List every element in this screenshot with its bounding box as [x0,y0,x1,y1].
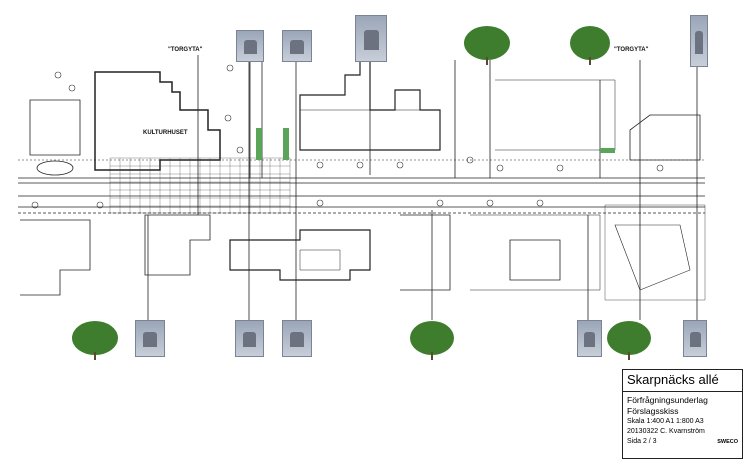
date-author: 20130322 C. Kvarnström [627,428,705,435]
document-subtype: Förslagsskiss [627,406,679,416]
plaza-grid [110,158,290,213]
section-photo [577,320,602,357]
kulturhuset-outline [94,71,221,171]
scale-text: Skala 1:400 A1 1:800 A3 [627,418,704,425]
torgyta-label-left: "TORGYTA" [168,47,203,53]
page-number: Sida 2 / 3 [627,438,657,445]
tree-icon [607,321,651,360]
section-photo [235,320,264,357]
torgyta-label-right: "TORGYTA" [614,47,649,53]
section-photo [282,30,312,62]
tree-icon [410,321,454,360]
drawing-title: Skarpnäcks allé [623,370,742,392]
document-type: Förfrågningsunderlag [627,395,708,405]
section-photo [355,15,387,62]
green-strips [256,128,615,160]
tree-icon [570,26,610,65]
section-photo [683,320,707,357]
kulturhuset-label: KULTURHUSET [143,130,188,136]
section-photo [690,15,708,67]
sweco-logo: SWECO [717,439,738,445]
title-block: Skarpnäcks allé Förfrågningsunderlag För… [622,369,743,459]
tree-icon [72,321,118,360]
section-photo [282,320,312,357]
street-trees [31,64,664,209]
tree-icon [464,26,510,65]
section-photo [135,320,165,357]
section-photo [236,30,264,62]
